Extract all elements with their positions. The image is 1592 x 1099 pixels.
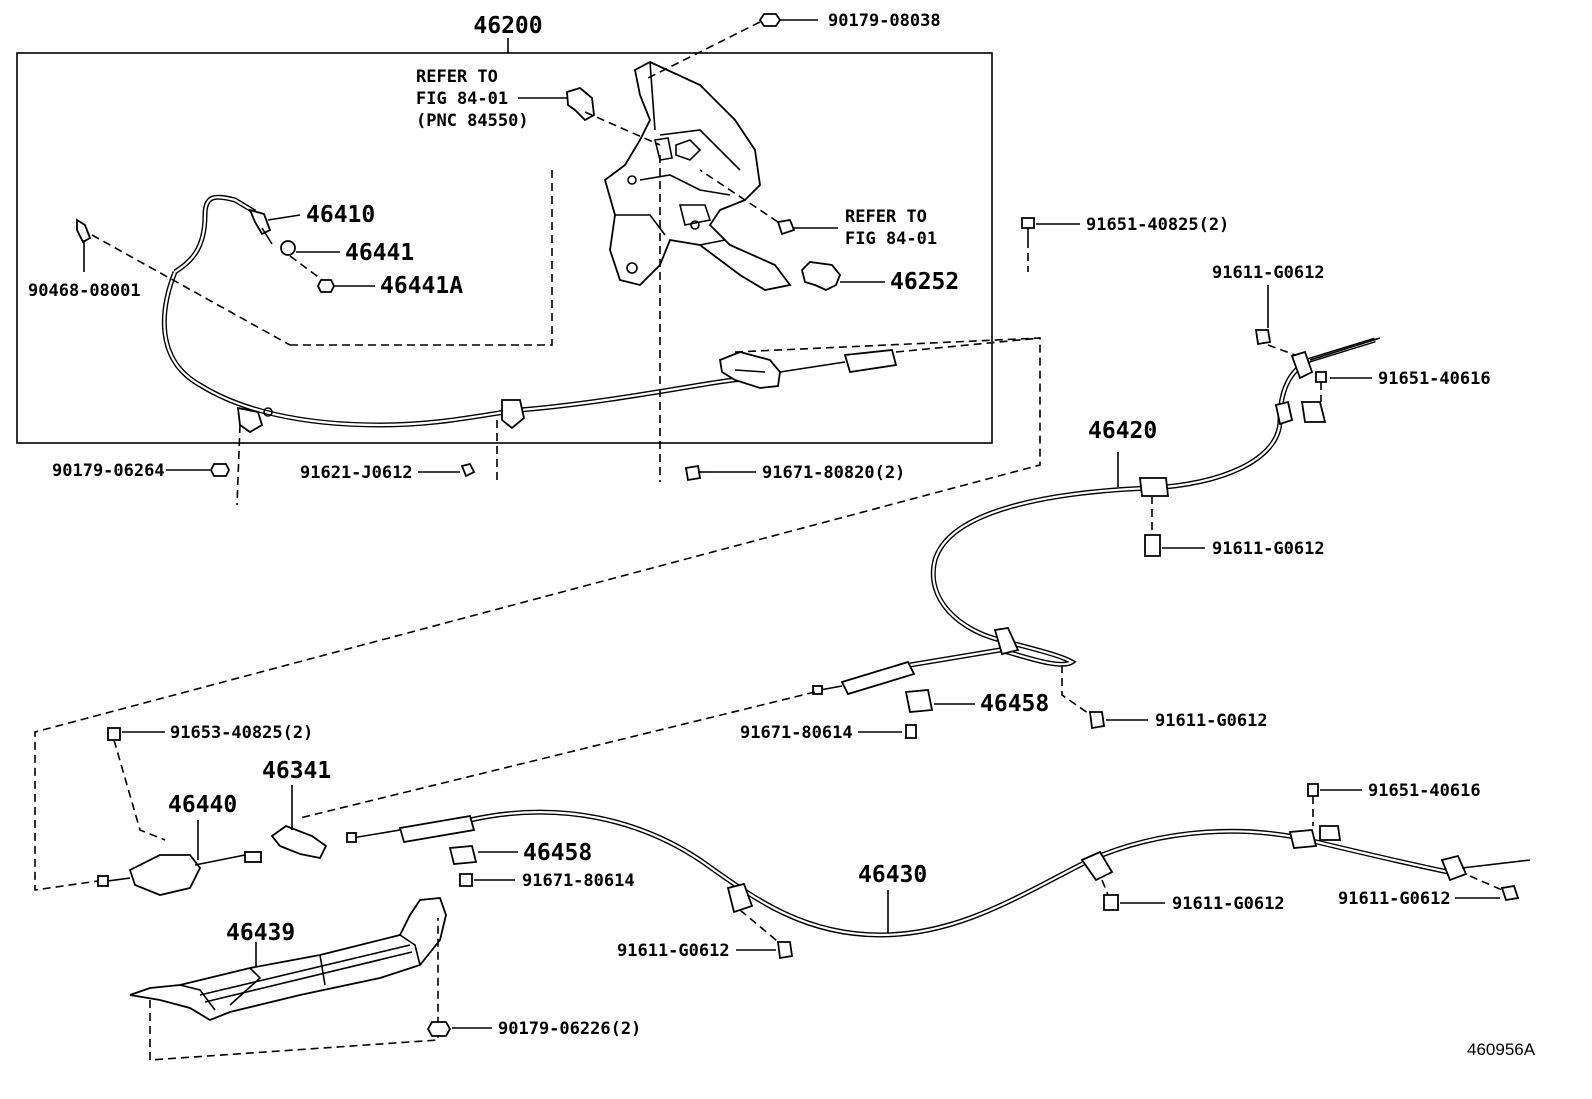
part-46458-upper[interactable] [904, 689, 934, 713]
drawing-number: 460956A [1467, 1040, 1536, 1059]
bolt-91611-G0612-top[interactable] [1254, 329, 1272, 346]
cable-equalizer-bracket[interactable] [718, 351, 781, 389]
bolt-91671-80614-upper[interactable] [905, 724, 917, 739]
assembly-46200-box [16, 52, 993, 444]
nut-90179-08038[interactable] [758, 13, 782, 27]
part-46458-lower-label[interactable]: 46458 [523, 840, 592, 866]
refer-fig-pnc-line1: REFER TO [416, 67, 498, 87]
cable-46420-inner-adjuster[interactable] [812, 660, 916, 696]
cable-adjuster-sleeve[interactable] [843, 349, 898, 374]
part-46441-label[interactable]: 46441 [345, 240, 414, 266]
part-46410[interactable] [248, 208, 273, 245]
part-91611-G0612-right-label[interactable]: 91611-G0612 [1338, 889, 1451, 909]
part-91651-40616-bottom-label[interactable]: 91651-40616 [1368, 781, 1481, 801]
part-91611-G0612-lower-label[interactable]: 91611-G0612 [1155, 711, 1268, 731]
parking-brake-pedal-assembly[interactable] [603, 60, 792, 291]
cable-46430-clamp-center[interactable] [1080, 850, 1114, 882]
part-46410-label[interactable]: 46410 [306, 202, 375, 228]
part-91611-G0612-center-label[interactable]: 91611-G0612 [1172, 894, 1285, 914]
nut-90179-06264[interactable] [209, 463, 231, 477]
bracket-84550[interactable] [566, 86, 595, 122]
refer-fig-line1: REFER TO [845, 207, 927, 227]
bolt-91611-G0612-bottom[interactable] [776, 941, 794, 960]
cable-46420-end-rod[interactable] [1290, 337, 1381, 380]
part-91611-G0612-bottom-label[interactable]: 91611-G0612 [617, 941, 730, 961]
part-46252-label[interactable]: 46252 [890, 269, 959, 295]
bolt-91611-G0612-center[interactable] [1103, 894, 1119, 911]
part-46341-label[interactable]: 46341 [262, 758, 331, 784]
cable-clamp-middle[interactable] [501, 399, 525, 430]
part-91653-40825-label[interactable]: 91653-40825(2) [170, 723, 313, 743]
part-46458-upper-label[interactable]: 46458 [980, 691, 1049, 717]
cable-46430-end-rod[interactable] [1440, 854, 1531, 882]
cable-clamp-left[interactable] [236, 406, 273, 434]
nut-90179-06226[interactable] [426, 1021, 452, 1037]
part-91621-J0612-label[interactable]: 91621-J0612 [300, 463, 413, 483]
cable-46420-grommet[interactable] [1138, 477, 1170, 497]
bolt-91621-J0612[interactable] [460, 462, 476, 478]
part-46252[interactable] [801, 261, 842, 291]
part-46439-heat-shield[interactable] [129, 897, 447, 1022]
bolt-91653-40825[interactable] [107, 727, 121, 741]
part-91651-40616-top-label[interactable]: 91651-40616 [1378, 369, 1491, 389]
part-46441A[interactable] [316, 279, 336, 293]
part-46441[interactable] [280, 240, 296, 256]
refer-fig-pnc-line3: (PNC 84550) [416, 111, 529, 131]
bolt-91611-G0612-mid[interactable] [1144, 534, 1161, 557]
part-46430-label[interactable]: 46430 [858, 862, 927, 888]
bolt-91671-80614-lower[interactable] [459, 873, 473, 887]
bolt-91671-80820[interactable] [684, 464, 712, 482]
part-90468-08001-label[interactable]: 90468-08001 [28, 281, 141, 301]
part-46420-label[interactable]: 46420 [1088, 418, 1157, 444]
bolt-91611-G0612-right[interactable] [1500, 884, 1520, 902]
part-91611-G0612-mid-label[interactable]: 91611-G0612 [1212, 539, 1325, 559]
bolt-91651-40825[interactable] [1021, 217, 1035, 240]
refer-fig-pnc-line2[interactable]: FIG 84-01 [416, 89, 508, 109]
part-90179-06264-label[interactable]: 90179-06264 [52, 461, 165, 481]
part-46440[interactable] [97, 851, 262, 896]
part-46341[interactable] [270, 824, 328, 860]
part-91671-80820-label[interactable]: 91671-80820(2) [762, 463, 905, 483]
cable-46430-bracket-right[interactable] [1288, 825, 1342, 849]
part-91671-80614-upper-label[interactable]: 91671-80614 [740, 723, 853, 743]
bolt-91611-G0612-lower[interactable] [1088, 711, 1106, 730]
refer-fig-line2[interactable]: FIG 84-01 [845, 229, 937, 249]
clip-90468-08001[interactable] [76, 218, 92, 244]
part-91671-80614-lower-label[interactable]: 91671-80614 [522, 871, 635, 891]
part-46441A-label[interactable]: 46441A [380, 273, 463, 299]
part-46200-label[interactable]: 46200 [473, 13, 542, 39]
part-90179-06226-label[interactable]: 90179-06226(2) [498, 1019, 641, 1039]
part-46440-label[interactable]: 46440 [168, 792, 237, 818]
cable-46430-inner-adjuster[interactable] [346, 814, 476, 844]
bolt-refer-fig-84-01[interactable] [776, 218, 796, 236]
bolt-91651-40616-bottom[interactable] [1307, 783, 1319, 797]
part-91651-40825-label[interactable]: 91651-40825(2) [1086, 215, 1229, 235]
cable-46420-clamp-lower[interactable] [993, 627, 1020, 656]
part-90179-08038-label[interactable]: 90179-08038 [828, 11, 941, 31]
cable-46420-bracket-top[interactable] [1274, 400, 1327, 426]
part-91611-G0612-top-label[interactable]: 91611-G0612 [1212, 263, 1325, 283]
part-46439-label[interactable]: 46439 [226, 920, 295, 946]
part-46458-lower[interactable] [448, 845, 478, 865]
cable-46430-clamp-left[interactable] [726, 882, 754, 914]
bolt-91651-40616-top[interactable] [1315, 371, 1327, 383]
